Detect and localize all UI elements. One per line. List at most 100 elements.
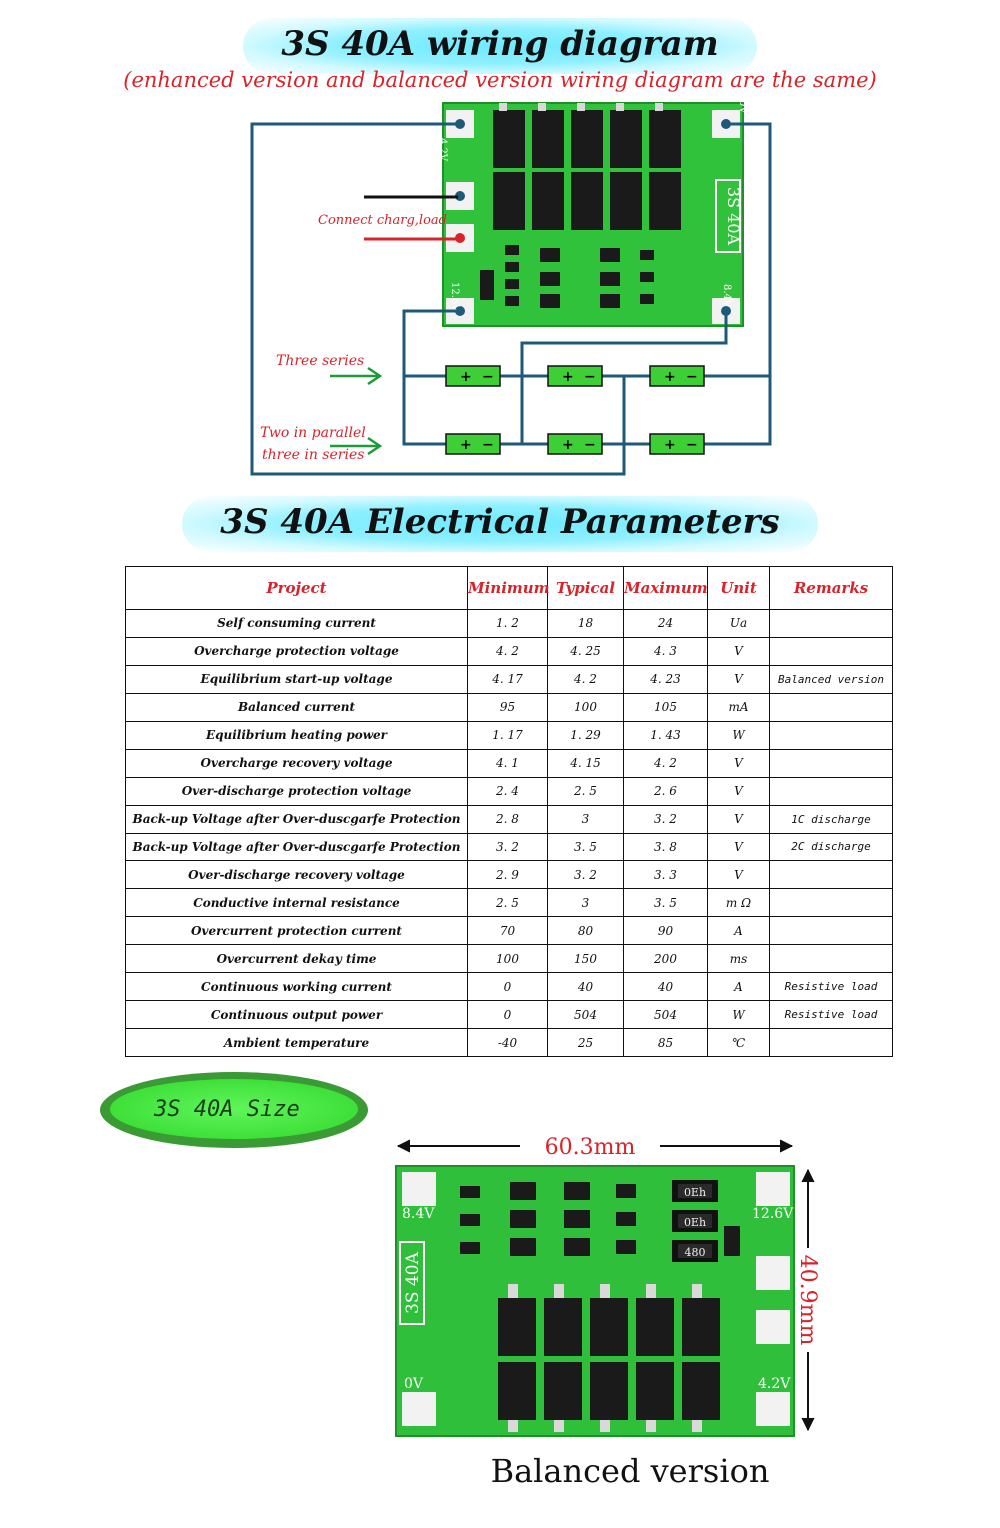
param-typical: 100 bbox=[547, 692, 624, 722]
param-remarks bbox=[769, 609, 893, 638]
wiring-pad-label-42: 4.2V bbox=[437, 138, 448, 162]
resistor-label: 0Eh bbox=[684, 1186, 706, 1199]
svg-text:+: + bbox=[664, 437, 676, 453]
param-typical: 3 bbox=[547, 804, 624, 834]
param-unit: ℃ bbox=[707, 1028, 770, 1057]
three-series-arrow bbox=[330, 366, 383, 386]
param-typical: 3. 2 bbox=[547, 860, 624, 890]
param-typical: 25 bbox=[547, 1028, 624, 1057]
param-unit: V bbox=[707, 832, 770, 862]
param-unit: A bbox=[707, 972, 770, 1002]
param-unit: W bbox=[707, 720, 770, 750]
param-maximum: 4. 3 bbox=[623, 636, 708, 666]
param-project: Balanced current bbox=[125, 692, 468, 722]
svg-text:−: − bbox=[584, 437, 596, 453]
size-pad-label-84: 8.4V bbox=[402, 1206, 435, 1222]
param-typical: 18 bbox=[547, 609, 624, 638]
width-dim-label: 60.3mm bbox=[545, 1135, 636, 1160]
param-unit: mA bbox=[707, 692, 770, 722]
param-maximum: 24 bbox=[623, 609, 708, 638]
param-minimum: 0 bbox=[467, 972, 548, 1002]
params-header-row: Project Minimum Typical Maximum Unit Rem… bbox=[125, 566, 893, 610]
param-unit: V bbox=[707, 860, 770, 890]
header-maximum: Maximum bbox=[623, 566, 708, 610]
param-unit: A bbox=[707, 916, 770, 946]
battery-cell: +− bbox=[445, 365, 501, 387]
parallel-label-1: Two in parallel bbox=[260, 425, 366, 441]
param-remarks bbox=[769, 636, 893, 666]
param-project: Equilibrium start-up voltage bbox=[125, 664, 468, 694]
size-diagram: 60.3mm 40.9mm 0E bbox=[395, 1135, 820, 1437]
param-minimum: 1. 17 bbox=[467, 720, 548, 750]
param-minimum: 95 bbox=[467, 692, 548, 722]
param-maximum: 3. 8 bbox=[623, 832, 708, 862]
size-caption: Balanced version bbox=[490, 1452, 770, 1490]
header-unit: Unit bbox=[707, 566, 770, 610]
param-maximum: 90 bbox=[623, 916, 708, 946]
param-maximum: 504 bbox=[623, 1000, 708, 1030]
battery-cell: +− bbox=[547, 365, 603, 387]
param-remarks bbox=[769, 860, 893, 890]
param-remarks: Resistive load bbox=[769, 1000, 893, 1030]
svg-text:+: + bbox=[664, 369, 676, 385]
param-maximum: 4. 23 bbox=[623, 664, 708, 694]
param-project: Overcurrent dekay time bbox=[125, 944, 468, 974]
height-dim-label: 40.9mm bbox=[795, 1255, 820, 1346]
param-typical: 2. 5 bbox=[547, 776, 624, 806]
param-maximum: 3. 5 bbox=[623, 888, 708, 918]
header-remarks: Remarks bbox=[769, 566, 893, 610]
param-remarks bbox=[769, 776, 893, 806]
param-unit: ms bbox=[707, 944, 770, 974]
param-project: Continuous output power bbox=[125, 1000, 468, 1030]
param-minimum: 3. 2 bbox=[467, 832, 548, 862]
wiring-title-wrap: 3S 40A wiring diagram bbox=[0, 18, 1000, 74]
param-project: Over-discharge protection voltage bbox=[125, 776, 468, 806]
battery-cell: +− bbox=[547, 433, 603, 455]
param-project: Overcurrent protection current bbox=[125, 916, 468, 946]
param-remarks: 1C discharge bbox=[769, 804, 893, 834]
wiring-wires bbox=[250, 122, 772, 476]
param-project: Ambient temperature bbox=[125, 1028, 468, 1057]
svg-text:−: − bbox=[686, 437, 698, 453]
param-typical: 3 bbox=[547, 888, 624, 918]
param-minimum: 0 bbox=[467, 1000, 548, 1030]
param-minimum: 1. 2 bbox=[467, 609, 548, 638]
param-minimum: 4. 17 bbox=[467, 664, 548, 694]
height-dimension: 40.9mm bbox=[795, 1168, 820, 1432]
wiring-diagram: 3S 40A 4.2V 0V 12.6V 8.4V Connect charg,… bbox=[250, 100, 772, 476]
connect-label: Connect charg,load bbox=[318, 213, 447, 228]
param-maximum: 2. 6 bbox=[623, 776, 708, 806]
param-project: Equilibrium heating power bbox=[125, 720, 468, 750]
size-pill: 3S 40A Size bbox=[100, 1072, 368, 1148]
param-maximum: 40 bbox=[623, 972, 708, 1002]
param-unit: W bbox=[707, 1000, 770, 1030]
param-minimum: 100 bbox=[467, 944, 548, 974]
params-title: 3S 40A Electrical Parameters bbox=[182, 496, 818, 552]
size-pad-label-0: 0V bbox=[404, 1376, 424, 1392]
param-typical: 504 bbox=[547, 1000, 624, 1030]
param-unit: V bbox=[707, 664, 770, 694]
wiring-pcb-board: 3S 40A 4.2V 0V 12.6V 8.4V bbox=[437, 100, 748, 327]
param-unit: m Ω bbox=[707, 888, 770, 918]
param-maximum: 85 bbox=[623, 1028, 708, 1057]
three-series-label: Three series bbox=[276, 353, 364, 369]
wiring-pad-label-0: 0V bbox=[737, 100, 748, 114]
param-remarks bbox=[769, 944, 893, 974]
param-typical: 80 bbox=[547, 916, 624, 946]
battery-cells: +− +− +− +− +− +− bbox=[445, 365, 705, 455]
svg-text:−: − bbox=[686, 369, 698, 385]
size-board-label: 3S 40A bbox=[403, 1251, 423, 1313]
param-maximum: 1. 43 bbox=[623, 720, 708, 750]
resistor-label: 480 bbox=[685, 1246, 706, 1259]
